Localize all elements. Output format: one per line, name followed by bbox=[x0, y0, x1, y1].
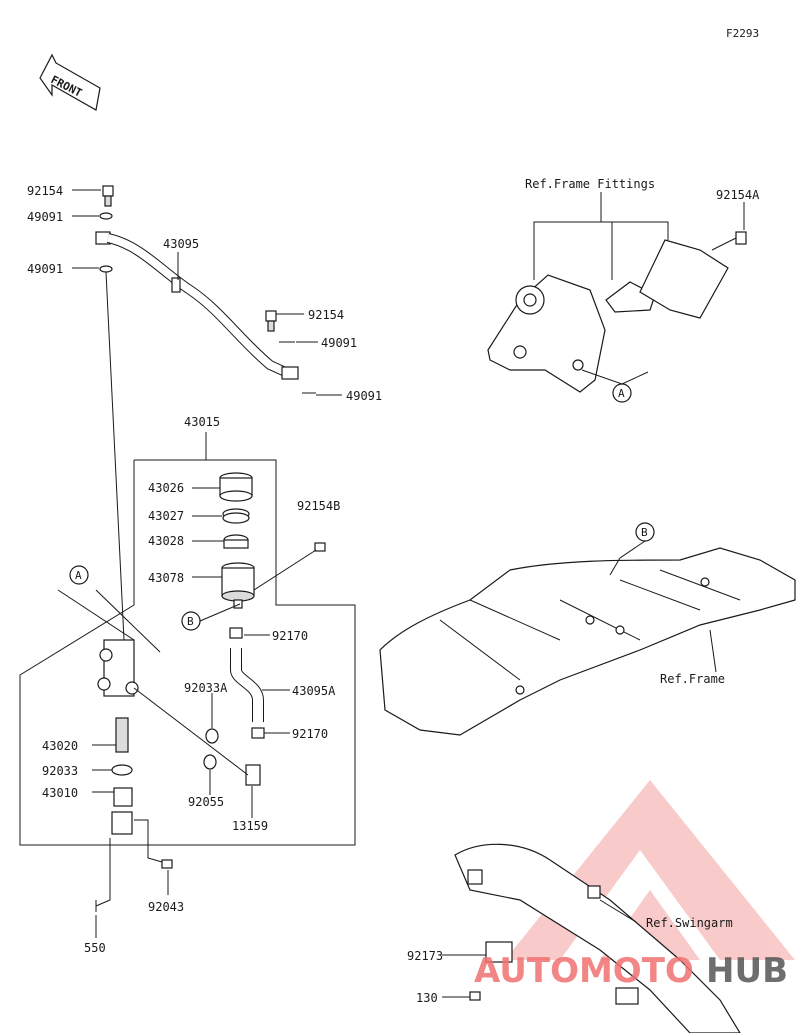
svg-text:B: B bbox=[187, 615, 194, 628]
svg-text:HUB: HUB bbox=[706, 951, 788, 991]
label-43020: 43020 bbox=[42, 739, 78, 753]
label-550: 550 bbox=[84, 941, 106, 955]
label-92170-b: 92170 bbox=[292, 727, 328, 741]
label-92154-mid: 92154 bbox=[308, 308, 344, 322]
svg-text:A: A bbox=[618, 387, 625, 400]
swingarm bbox=[442, 843, 741, 1033]
label-43095A: 43095A bbox=[292, 684, 336, 698]
label-43010: 43010 bbox=[42, 786, 78, 800]
label-ref-frame: Ref.Frame bbox=[660, 672, 725, 686]
upper-hose-assembly bbox=[72, 185, 342, 641]
label-92033A: 92033A bbox=[184, 681, 228, 695]
label-43095: 43095 bbox=[163, 237, 199, 251]
label-ref-swingarm: Ref.Swingarm bbox=[646, 916, 733, 930]
label-43027: 43027 bbox=[148, 509, 184, 523]
frame-fittings: A bbox=[487, 192, 747, 403]
frame: B bbox=[379, 522, 796, 736]
label-49091-d: 49091 bbox=[346, 389, 382, 403]
reservoir-assembly: 43015 bbox=[19, 415, 356, 846]
label-92154B: 92154B bbox=[297, 499, 340, 513]
watermark-text: AUTOMOTO HUB bbox=[474, 951, 788, 991]
svg-text:B: B bbox=[641, 526, 648, 539]
label-92154A: 92154A bbox=[716, 188, 760, 202]
label-49091-a: 49091 bbox=[27, 210, 63, 224]
label-43026: 43026 bbox=[148, 481, 184, 495]
label-49091-c: 49091 bbox=[321, 336, 357, 350]
label-43015: 43015 bbox=[184, 415, 220, 429]
label-43078: 43078 bbox=[148, 571, 184, 585]
figure-code: F2293 bbox=[726, 27, 759, 40]
label-92043: 92043 bbox=[148, 900, 184, 914]
master-cylinder: A bbox=[57, 565, 249, 938]
label-92173: 92173 bbox=[407, 949, 443, 963]
label-92055: 92055 bbox=[188, 795, 224, 809]
label-130: 130 bbox=[416, 991, 438, 1005]
front-arrow-icon: FRONT bbox=[39, 53, 101, 111]
label-43028: 43028 bbox=[148, 534, 184, 548]
svg-text:A: A bbox=[75, 569, 82, 582]
label-92033: 92033 bbox=[42, 764, 78, 778]
callout-b: B bbox=[181, 611, 201, 631]
label-92170-a: 92170 bbox=[272, 629, 308, 643]
label-92154-top: 92154 bbox=[27, 184, 63, 198]
label-49091-b: 49091 bbox=[27, 262, 63, 276]
svg-text:AUTOMOTO: AUTOMOTO bbox=[474, 951, 694, 991]
label-13159: 13159 bbox=[232, 819, 268, 833]
label-ref-frame-fittings: Ref.Frame Fittings bbox=[525, 177, 655, 191]
